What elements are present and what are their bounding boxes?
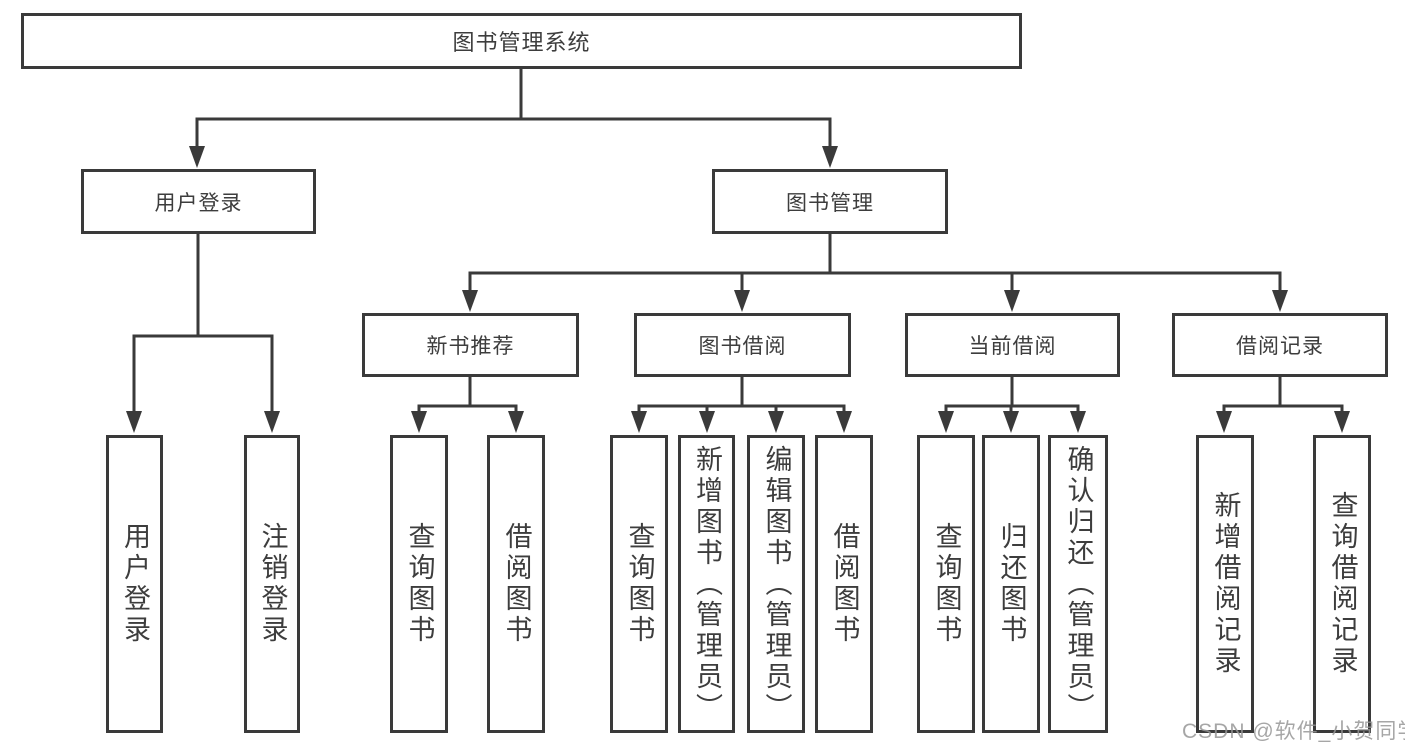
leaf-confirm-return-admin: 确认归还（管理员） <box>1048 435 1108 733</box>
leaf-query-books-current: 查询图书 <box>917 435 975 733</box>
leaf-label: 确认归还（管理员） <box>1063 444 1094 724</box>
leaf-borrow-books: 借阅图书 <box>815 435 873 733</box>
leaf-label: 编辑图书（管理员） <box>761 444 792 724</box>
leaf-return-books: 归还图书 <box>982 435 1040 733</box>
leaf-user-login: 用户登录 <box>106 435 163 733</box>
leaf-label: 新增借阅记录 <box>1210 491 1241 677</box>
leaf-logout: 注销登录 <box>244 435 300 733</box>
node-book-borrow: 图书借阅 <box>634 313 851 377</box>
csdn-watermark: CSDN @软件_小贺同学 <box>1182 720 1405 743</box>
leaf-add-books-admin: 新增图书（管理员） <box>678 435 735 733</box>
leaf-query-books-borrow: 查询图书 <box>610 435 668 733</box>
node-root-system: 图书管理系统 <box>21 13 1022 69</box>
leaf-label: 用户登录 <box>120 522 150 646</box>
leaf-label: 注销登录 <box>257 522 288 646</box>
leaf-label: 新增图书（管理员） <box>692 444 722 724</box>
leaf-borrow-books-recommend: 借阅图书 <box>487 435 545 733</box>
leaf-label: 归还图书 <box>996 522 1027 646</box>
leaf-query-borrow-record: 查询借阅记录 <box>1313 435 1371 733</box>
node-new-book-recommend: 新书推荐 <box>362 313 579 377</box>
leaf-label: 借阅图书 <box>829 522 860 646</box>
leaf-label: 查询图书 <box>404 522 435 646</box>
leaf-query-books-recommend: 查询图书 <box>390 435 448 733</box>
leaf-edit-books-admin: 编辑图书（管理员） <box>747 435 805 733</box>
leaf-label: 查询图书 <box>624 522 655 646</box>
node-current-borrow: 当前借阅 <box>905 313 1120 377</box>
node-user-login: 用户登录 <box>81 169 316 234</box>
leaf-label: 查询借阅记录 <box>1327 491 1358 677</box>
leaf-label: 借阅图书 <box>501 522 532 646</box>
leaf-label: 查询图书 <box>931 522 962 646</box>
node-book-management: 图书管理 <box>712 169 948 234</box>
node-borrow-records: 借阅记录 <box>1172 313 1388 377</box>
leaf-add-borrow-record: 新增借阅记录 <box>1196 435 1254 733</box>
